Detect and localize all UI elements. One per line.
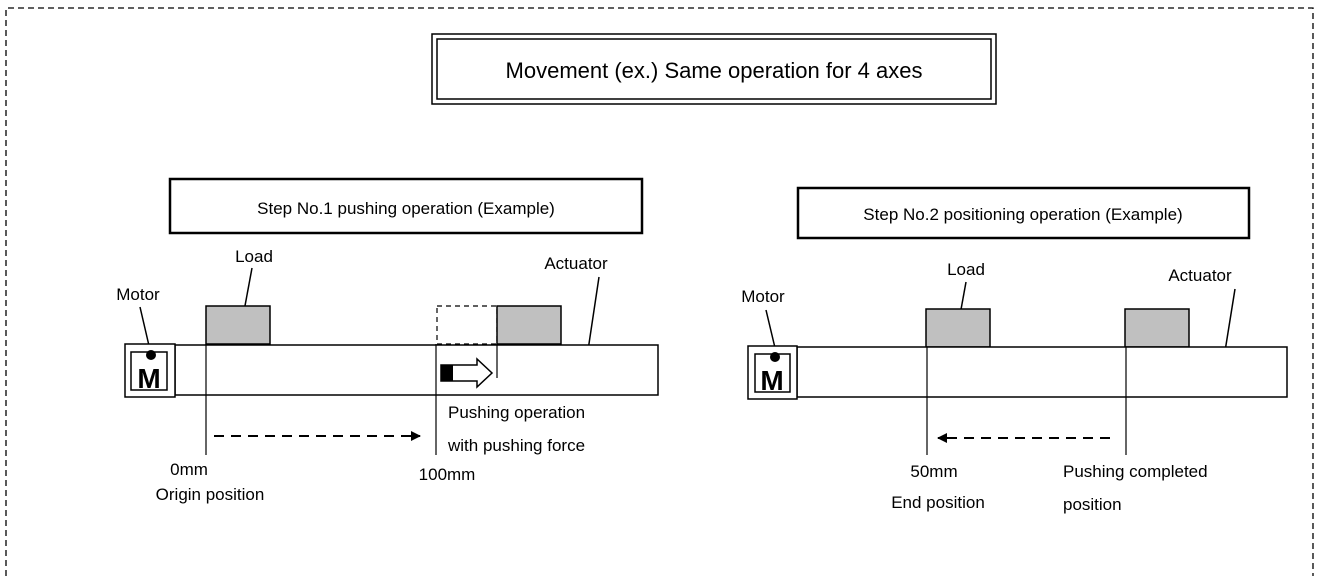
step1-motor-leader: [139, 306, 151, 351]
step2-panel: Step No.2 positioning operation (Example…: [741, 186, 1288, 514]
step2-motor-glyph: M: [760, 365, 783, 396]
step1-end-value: 100mm: [419, 465, 476, 484]
step2-start-caption-line2: position: [1063, 495, 1122, 514]
main-title: Movement (ex.) Same operation for 4 axes: [506, 58, 923, 83]
step2-load-label: Load: [947, 260, 985, 279]
step2-end-caption: End position: [891, 493, 985, 512]
step2-motor-label: Motor: [741, 287, 785, 306]
step1-actuator-body: [174, 344, 659, 396]
step1-load-before-ghost: [436, 305, 498, 345]
step1-push-note-line2: with pushing force: [447, 436, 585, 455]
step1-origin-caption: Origin position: [156, 485, 265, 504]
step2-actuator-body: [796, 346, 1288, 398]
step1-push-arrow-tail: [441, 365, 453, 381]
step2-load-block: [925, 308, 991, 348]
step1-motor-glyph: M: [137, 363, 160, 394]
outer-dashed-border: [5, 7, 1314, 576]
step1-title: Step No.1 pushing operation (Example): [257, 199, 555, 218]
step2-load-start-block: [1124, 308, 1190, 348]
step1-title-box: [168, 177, 644, 235]
step1-panel: Step No.1 pushing operation (Example) Lo…: [116, 177, 659, 504]
step1-actuator-leader: [586, 276, 600, 358]
step1-motor-dot: [146, 350, 156, 360]
step2-actuator-label: Actuator: [1168, 266, 1232, 285]
step1-push-note-line1: Pushing operation: [448, 403, 585, 422]
step2-start-caption-line1: Pushing completed: [1063, 462, 1208, 481]
step1-origin-value: 0mm: [170, 460, 208, 479]
step2-motor-leader: [765, 309, 777, 353]
step2-title: Step No.2 positioning operation (Example…: [863, 205, 1182, 224]
step1-actuator-label: Actuator: [544, 254, 608, 273]
main-title-box: Movement (ex.) Same operation for 4 axes: [431, 33, 997, 105]
step1-load-pushed-block: [496, 305, 562, 345]
step1-load-label: Load: [235, 247, 273, 266]
step2-end-value: 50mm: [910, 462, 957, 481]
step1-motor-label: Motor: [116, 285, 160, 304]
step2-motor-dot: [770, 352, 780, 362]
step2-title-box: [796, 186, 1251, 240]
step1-load-block: [205, 305, 271, 345]
